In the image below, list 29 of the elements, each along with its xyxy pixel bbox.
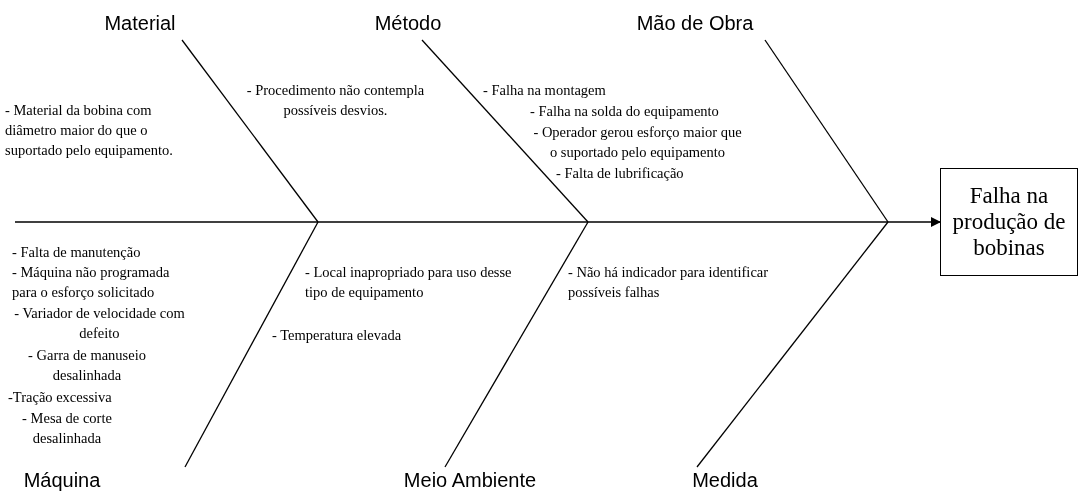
category-label: Máquina	[12, 467, 112, 493]
category-label: Método	[358, 10, 458, 36]
cause-text: - Falta de manutenção	[12, 243, 142, 262]
cause-text: - Máquina não programada para o esforço solicitado	[12, 263, 171, 302]
cause-text: - Garra de manuseio desalinhada	[27, 346, 147, 385]
effect-box: Falha na produção de bobinas	[940, 168, 1078, 276]
category-label: Meio Ambiente	[390, 467, 550, 493]
cause-text: - Falha na solda do equipamento	[530, 102, 720, 121]
cause-text: - Variador de velocidade com defeito	[13, 304, 186, 343]
category-label: Medida	[680, 467, 770, 493]
cause-text: - Operador gerou esforço maior que o suportado pelo equipamento	[532, 123, 743, 162]
cause-text: - Mesa de corte desalinhada	[21, 409, 113, 448]
cause-text: - Não há indicador para identificar possíveis falhas	[568, 263, 770, 302]
cause-text: -Tração excessiva	[8, 388, 113, 407]
cause-text: - Temperatura elevada	[272, 326, 403, 345]
bone-line	[184, 221, 319, 468]
cause-text: - Falha na montagem	[483, 81, 607, 100]
category-label: Material	[90, 10, 190, 36]
bone-line	[764, 39, 889, 223]
spine-arrow	[14, 217, 941, 227]
bone-line	[696, 221, 889, 468]
bone-line	[421, 39, 589, 223]
bone-line	[444, 221, 589, 468]
cause-text: - Falta de lubrificação	[556, 164, 685, 183]
bone-line	[181, 39, 319, 223]
cause-text: - Material da bobina com diâmetro maior do que o suportado pelo equipamento.	[5, 101, 174, 160]
cause-text: - Local inapropriado para uso desse tipo de equipamento	[305, 263, 513, 302]
category-label: Mão de Obra	[620, 10, 770, 36]
cause-text: - Procedimento não contempla possíveis desvios.	[245, 81, 426, 120]
